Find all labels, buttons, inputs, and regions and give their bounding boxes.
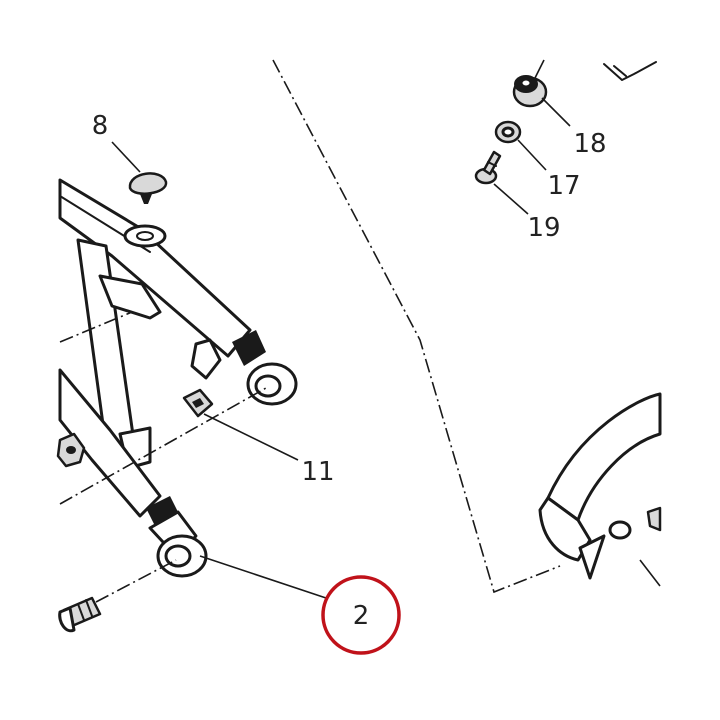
callout-label-2: 2 — [353, 601, 370, 631]
leader-line-top-edge — [533, 59, 545, 81]
frame-lower-tube — [58, 368, 162, 518]
highlight-ring — [321, 575, 401, 655]
frame-top-mount — [123, 224, 167, 248]
axis-line-lower-pivot — [95, 559, 177, 603]
axis-line-upper — [59, 311, 133, 343]
callout-label-8: 8 — [92, 111, 109, 141]
part-8-cap — [128, 172, 168, 204]
leader-line-11 — [203, 413, 299, 461]
callout-label-11: 11 — [301, 457, 334, 487]
part-17-washer — [494, 120, 522, 144]
part-11-clip-nut — [182, 388, 214, 418]
upper-pivot-eye — [232, 330, 298, 406]
upper-tube-tab — [190, 338, 222, 380]
leader-line-2 — [199, 555, 327, 599]
frame-side-nut — [56, 432, 86, 468]
leader-line-17 — [517, 139, 547, 171]
callout-label-19: 19 — [527, 213, 560, 243]
callout-label-18: 18 — [573, 129, 606, 159]
leader-line-18 — [541, 97, 571, 127]
callout-label-17: 17 — [547, 171, 580, 201]
callout-2-highlight: 2 — [321, 575, 401, 655]
part-18-bushing — [512, 75, 548, 108]
leader-line-19 — [493, 183, 529, 215]
part-19-screw — [474, 150, 502, 185]
axis-line-upper-pivot — [59, 387, 267, 505]
upper-right-part-fragment — [603, 61, 657, 81]
leader-line-8 — [111, 141, 141, 173]
right-side-seat-part — [538, 392, 662, 580]
leader-line-right-edge — [639, 559, 661, 587]
lower-left-bolt — [58, 596, 102, 633]
lower-pivot-eye — [146, 496, 208, 578]
